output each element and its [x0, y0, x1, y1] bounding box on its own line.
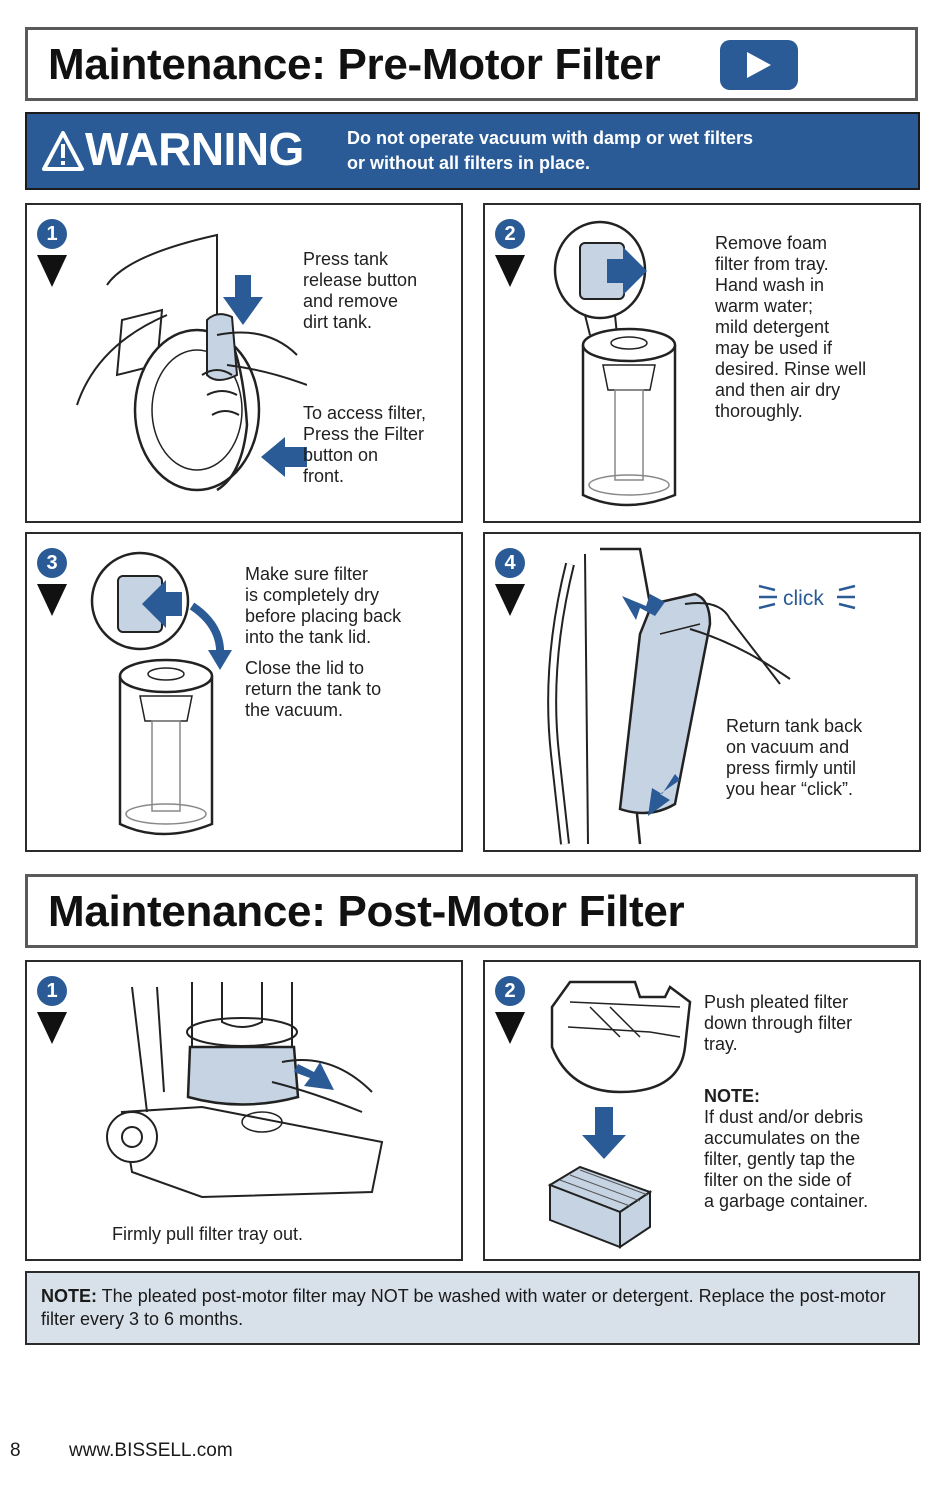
tank-return-illustration [547, 547, 791, 845]
warning-triangle-icon [42, 131, 84, 171]
bottom-note: NOTE: The pleated post-motor filter may … [25, 1271, 920, 1345]
step-arrow-icon [37, 255, 67, 287]
step-number-badge: 2 [495, 976, 525, 1006]
step-number-badge: 4 [495, 548, 525, 578]
warning-banner: WARNING Do not operate vacuum with damp … [25, 112, 920, 190]
post-step-2-note-heading: NOTE: [704, 1086, 760, 1106]
post-motor-title-box: Maintenance: Post-Motor Filter [25, 874, 918, 948]
play-icon [747, 52, 771, 78]
warning-message: Do not operate vacuum with damp or wet f… [347, 128, 754, 173]
step-number-badge: 1 [37, 976, 67, 1006]
step-arrow-icon [495, 584, 525, 616]
step-arrow-icon [37, 1012, 67, 1044]
pre-step-4-text: Return tank back on vacuum and press fir… [726, 716, 863, 799]
filter-replacement-illustration [90, 551, 232, 836]
post-step-2-note-text: If dust and/or debris accumulates on the… [704, 1107, 869, 1211]
post-step-2-text: Push pleated filter down through filter … [704, 992, 853, 1054]
step-arrow-icon [495, 255, 525, 287]
click-left-icon [758, 584, 777, 610]
pre-step-2-text: Remove foam filter from tray. Hand wash … [715, 233, 867, 421]
step-arrow-icon [37, 584, 67, 616]
filter-tray-pull-illustration [106, 982, 384, 1199]
pre-step-3-text-b: Close the lid to return the tank to the … [245, 658, 382, 720]
pre-step-1-panel: 1 Press tank release button and remove d… [25, 203, 463, 523]
click-label: click [783, 587, 824, 610]
post-step-1-caption: Firmly pull filter tray out. [112, 1224, 304, 1244]
post-step-1-panel: 1 Firmly pull filter tray out. [25, 960, 463, 1261]
page-number: 8 [10, 1440, 21, 1461]
play-button[interactable] [720, 40, 798, 90]
click-right-icon [837, 584, 856, 610]
pre-step-1-text-a: Press tank release button and remove dir… [303, 249, 418, 332]
post-step-2-panel: 2 Push pleated filter down through filte… [483, 960, 921, 1261]
warning-word: WARNING [85, 123, 304, 175]
pre-step-3-panel: 3 Make sure filter is completely dry bef… [25, 532, 463, 852]
pre-motor-title-box: Maintenance: Pre-Motor Filter [25, 27, 918, 101]
pre-step-4-panel: 4 click Return tank back on vacuum and p… [483, 532, 921, 852]
footer-url[interactable]: www.BISSELL.com [69, 1440, 233, 1461]
pre-step-3-text-a: Make sure filter is completely dry befor… [245, 564, 402, 647]
bottom-note-text: The pleated post-motor filter may NOT be… [41, 1286, 886, 1329]
dirt-tank-release-illustration [76, 233, 307, 492]
pleated-filter-illustration [547, 980, 692, 1249]
section-title-pre-motor: Maintenance: Pre-Motor Filter [48, 40, 661, 89]
step-arrow-icon [495, 1012, 525, 1044]
pre-step-2-panel: 2 Remove foam filter from tray. Hand was… [483, 203, 921, 523]
step-number-badge: 3 [37, 548, 67, 578]
step-number-badge: 1 [37, 219, 67, 249]
section-title-post-motor: Maintenance: Post-Motor Filter [48, 887, 685, 936]
bottom-note-label: NOTE: [41, 1286, 97, 1306]
pre-step-1-text-b: To access filter, Press the Filter butto… [303, 403, 427, 486]
foam-filter-removal-illustration [553, 220, 677, 507]
step-number-badge: 2 [495, 219, 525, 249]
